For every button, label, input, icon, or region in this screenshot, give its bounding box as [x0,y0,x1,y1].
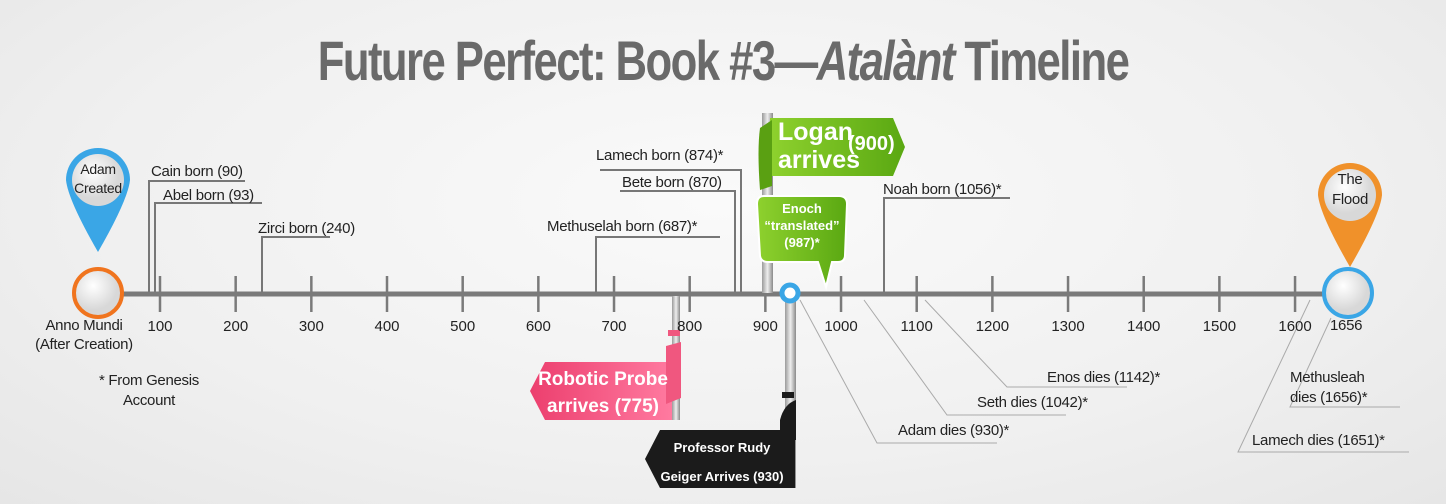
event-lamech-dies: Lamech dies (1651)* [1252,432,1385,449]
end-circle [1322,267,1374,319]
enoch-bubble [755,195,849,291]
axis-tick-label: 1300 [1051,318,1085,335]
flag-line: arrives [778,146,861,174]
pin-line: The [1337,171,1363,188]
event-seth-dies: Seth dies (1042)* [977,394,1088,411]
flag-line: “translated” [764,218,840,233]
probe-flag-text: Robotic Probe arrives (775) [538,366,668,420]
event-line: Methusleah [1290,369,1365,386]
event-cain-born: Cain born (90) [151,163,243,180]
axis-tick-label: 1400 [1127,318,1161,335]
axis-tick-label: 800 [677,318,703,335]
flag-line: (987)* [784,235,820,250]
start-label-line2: (After Creation) [35,336,133,353]
event-line: dies (1656)* [1290,389,1368,406]
footnote-line2: Account [122,392,176,409]
axis-tick-label: 200 [223,318,249,335]
event-methuselah-born: Methuselah born (687)* [547,218,698,235]
enoch-bubble-text: Enoch “translated” (987)* [758,200,846,251]
leader-lines-above [148,169,1010,294]
title-text-end: Timeline [953,29,1129,92]
page-title: Future Perfect: Book #3—Atalànt Timeline [159,28,1287,93]
axis-tick-label: 400 [374,318,400,335]
flag-line: Geiger Arrives (930) [660,469,784,484]
title-italic: Atalànt [816,29,956,92]
leader-lines-below [799,299,1409,453]
axis-tick-label: 700 [601,318,627,335]
axis-tick-label: 1100 [900,318,933,335]
start-label-line1: Anno Mundi [45,317,123,334]
pin-line: Created [74,180,122,196]
axis-tick-label: 1500 [1202,318,1237,335]
flag-line: Robotic Probe [538,369,668,390]
event-noah-born: Noah born (1056)* [883,181,1002,198]
flag-line: Enoch [782,201,822,216]
logan-year: (900) [848,133,895,155]
pin-line: Flood [1331,191,1369,208]
pin-line: Adam [80,161,116,177]
event-node [779,282,801,304]
axis-tick-label: 500 [450,318,476,335]
flag-line: arrives (775) [547,396,659,417]
event-abel-born: Abel born (93) [163,187,254,204]
start-circle [72,267,124,319]
event-enos-dies: Enos dies (1142)* [1047,369,1161,386]
start-label: Anno Mundi (After Creation) [24,316,144,354]
axis-tick-label: 900 [752,318,778,335]
event-bete-born: Bete born (870) [622,174,722,191]
logan-flag [770,118,905,176]
rudy-flag [645,430,795,488]
axis-tick-label: 1600 [1278,318,1312,335]
axis-tick-label: 100 [147,318,173,335]
footnote-line1: * From Genesis [99,372,199,389]
flag-line: Professor Rudy [673,440,771,455]
title-text: Future Perfect: Book #3— [317,29,819,92]
probe-flag [530,362,672,420]
event-adam-dies: Adam dies (930)* [898,422,1010,439]
end-label: 1656 [1330,317,1363,334]
axis-tick-label: 300 [298,318,324,335]
axis-tick-label: 1000 [824,318,858,335]
axis-tick-label: 1200 [975,318,1010,335]
event-methusleah-dies: Methusleah dies (1656)* [1290,368,1368,408]
flag-line: Logan [778,118,853,146]
axis-tick-label: 600 [525,318,551,335]
event-zirci-born: Zirci born (240) [258,220,355,237]
event-lamech-born: Lamech born (874)* [596,147,724,164]
